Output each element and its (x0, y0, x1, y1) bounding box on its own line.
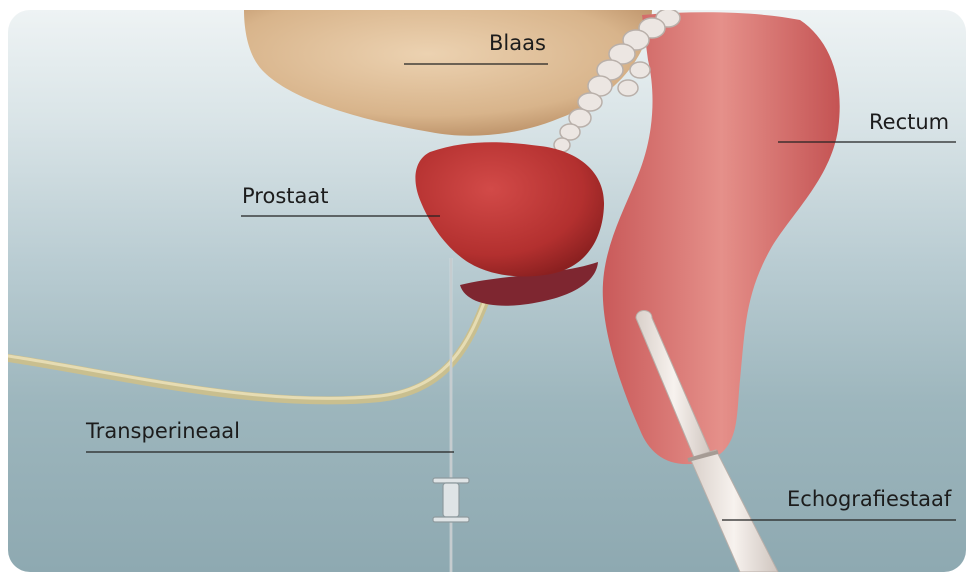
bladder-label: Blaas (489, 31, 546, 55)
ultrasound-probe-label: Echografiestaaf (787, 487, 951, 511)
catheter-tube (8, 300, 486, 400)
prostate-label: Prostaat (242, 184, 328, 208)
transperineal-label: Transperineaal (86, 419, 240, 443)
prostate-shape (415, 142, 604, 276)
needle-hub (433, 478, 469, 522)
rectum-label: Rectum (869, 110, 949, 134)
rectum-shape (603, 12, 840, 464)
